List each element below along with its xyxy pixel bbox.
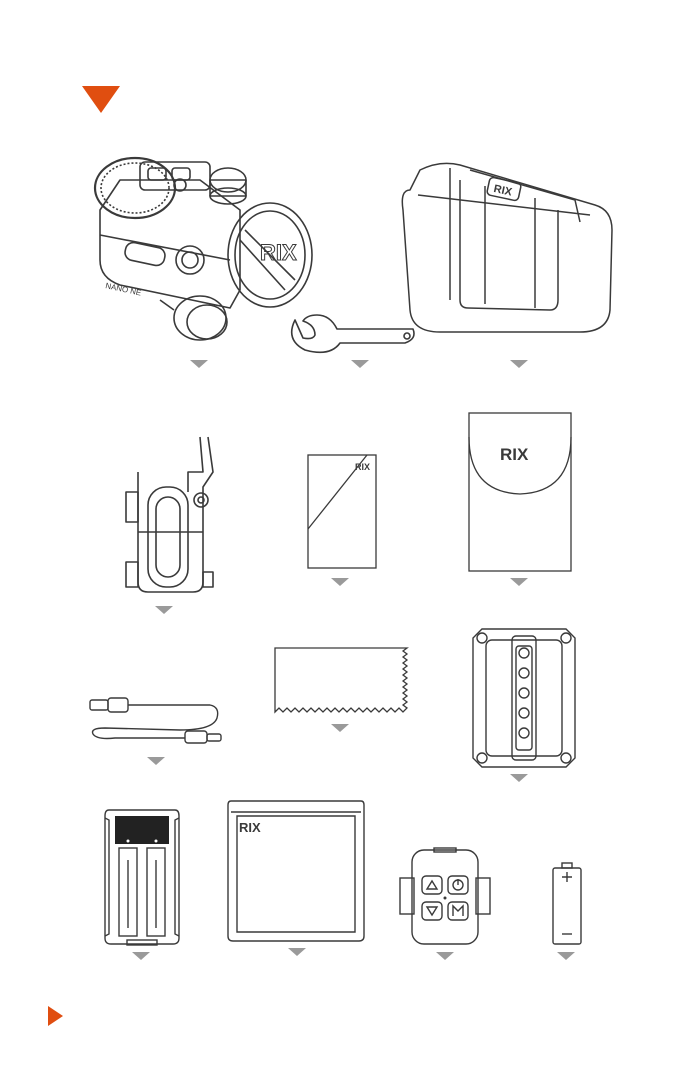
item-marker-icon: [147, 757, 165, 765]
booklet-logo: RIX: [239, 820, 261, 835]
warranty-booklet-illustration: RIX: [227, 800, 365, 942]
item-marker-icon: [331, 724, 349, 732]
item-marker-icon: [510, 360, 528, 368]
battery-cell-illustration: [551, 862, 583, 946]
item-marker-icon: [155, 606, 173, 614]
lens-cap-logo: RIX: [260, 240, 297, 265]
item-marker-icon: [510, 578, 528, 586]
remote-control-illustration: [398, 848, 492, 946]
item-marker-icon: [510, 774, 528, 782]
item-marker-icon: [436, 952, 454, 960]
mounting-plate-illustration: [472, 628, 576, 768]
envelope-logo: RIX: [500, 445, 529, 464]
carrying-case-illustration: RIX: [400, 160, 615, 350]
item-marker-icon: [557, 952, 575, 960]
device-model-label: NANO NE: [105, 281, 143, 297]
item-marker-icon: [132, 952, 150, 960]
item-marker-icon: [288, 948, 306, 956]
item-marker-icon: [190, 360, 208, 368]
protective-film-card-illustration: RIX: [307, 454, 377, 569]
section-marker-icon: [82, 86, 120, 113]
item-marker-icon: [331, 578, 349, 586]
film-card-logo: RIX: [355, 462, 370, 472]
mount-adapter-illustration: [118, 432, 218, 602]
document-envelope-illustration: RIX: [468, 412, 572, 572]
item-marker-icon: [351, 360, 369, 368]
monocular-device-illustration: RIX NANO NE: [80, 140, 320, 350]
usb-cable-illustration: [85, 690, 230, 750]
cleaning-cloth-illustration: [272, 645, 410, 715]
footer-marker-icon: [48, 1006, 63, 1026]
battery-charger-illustration: [103, 808, 181, 946]
